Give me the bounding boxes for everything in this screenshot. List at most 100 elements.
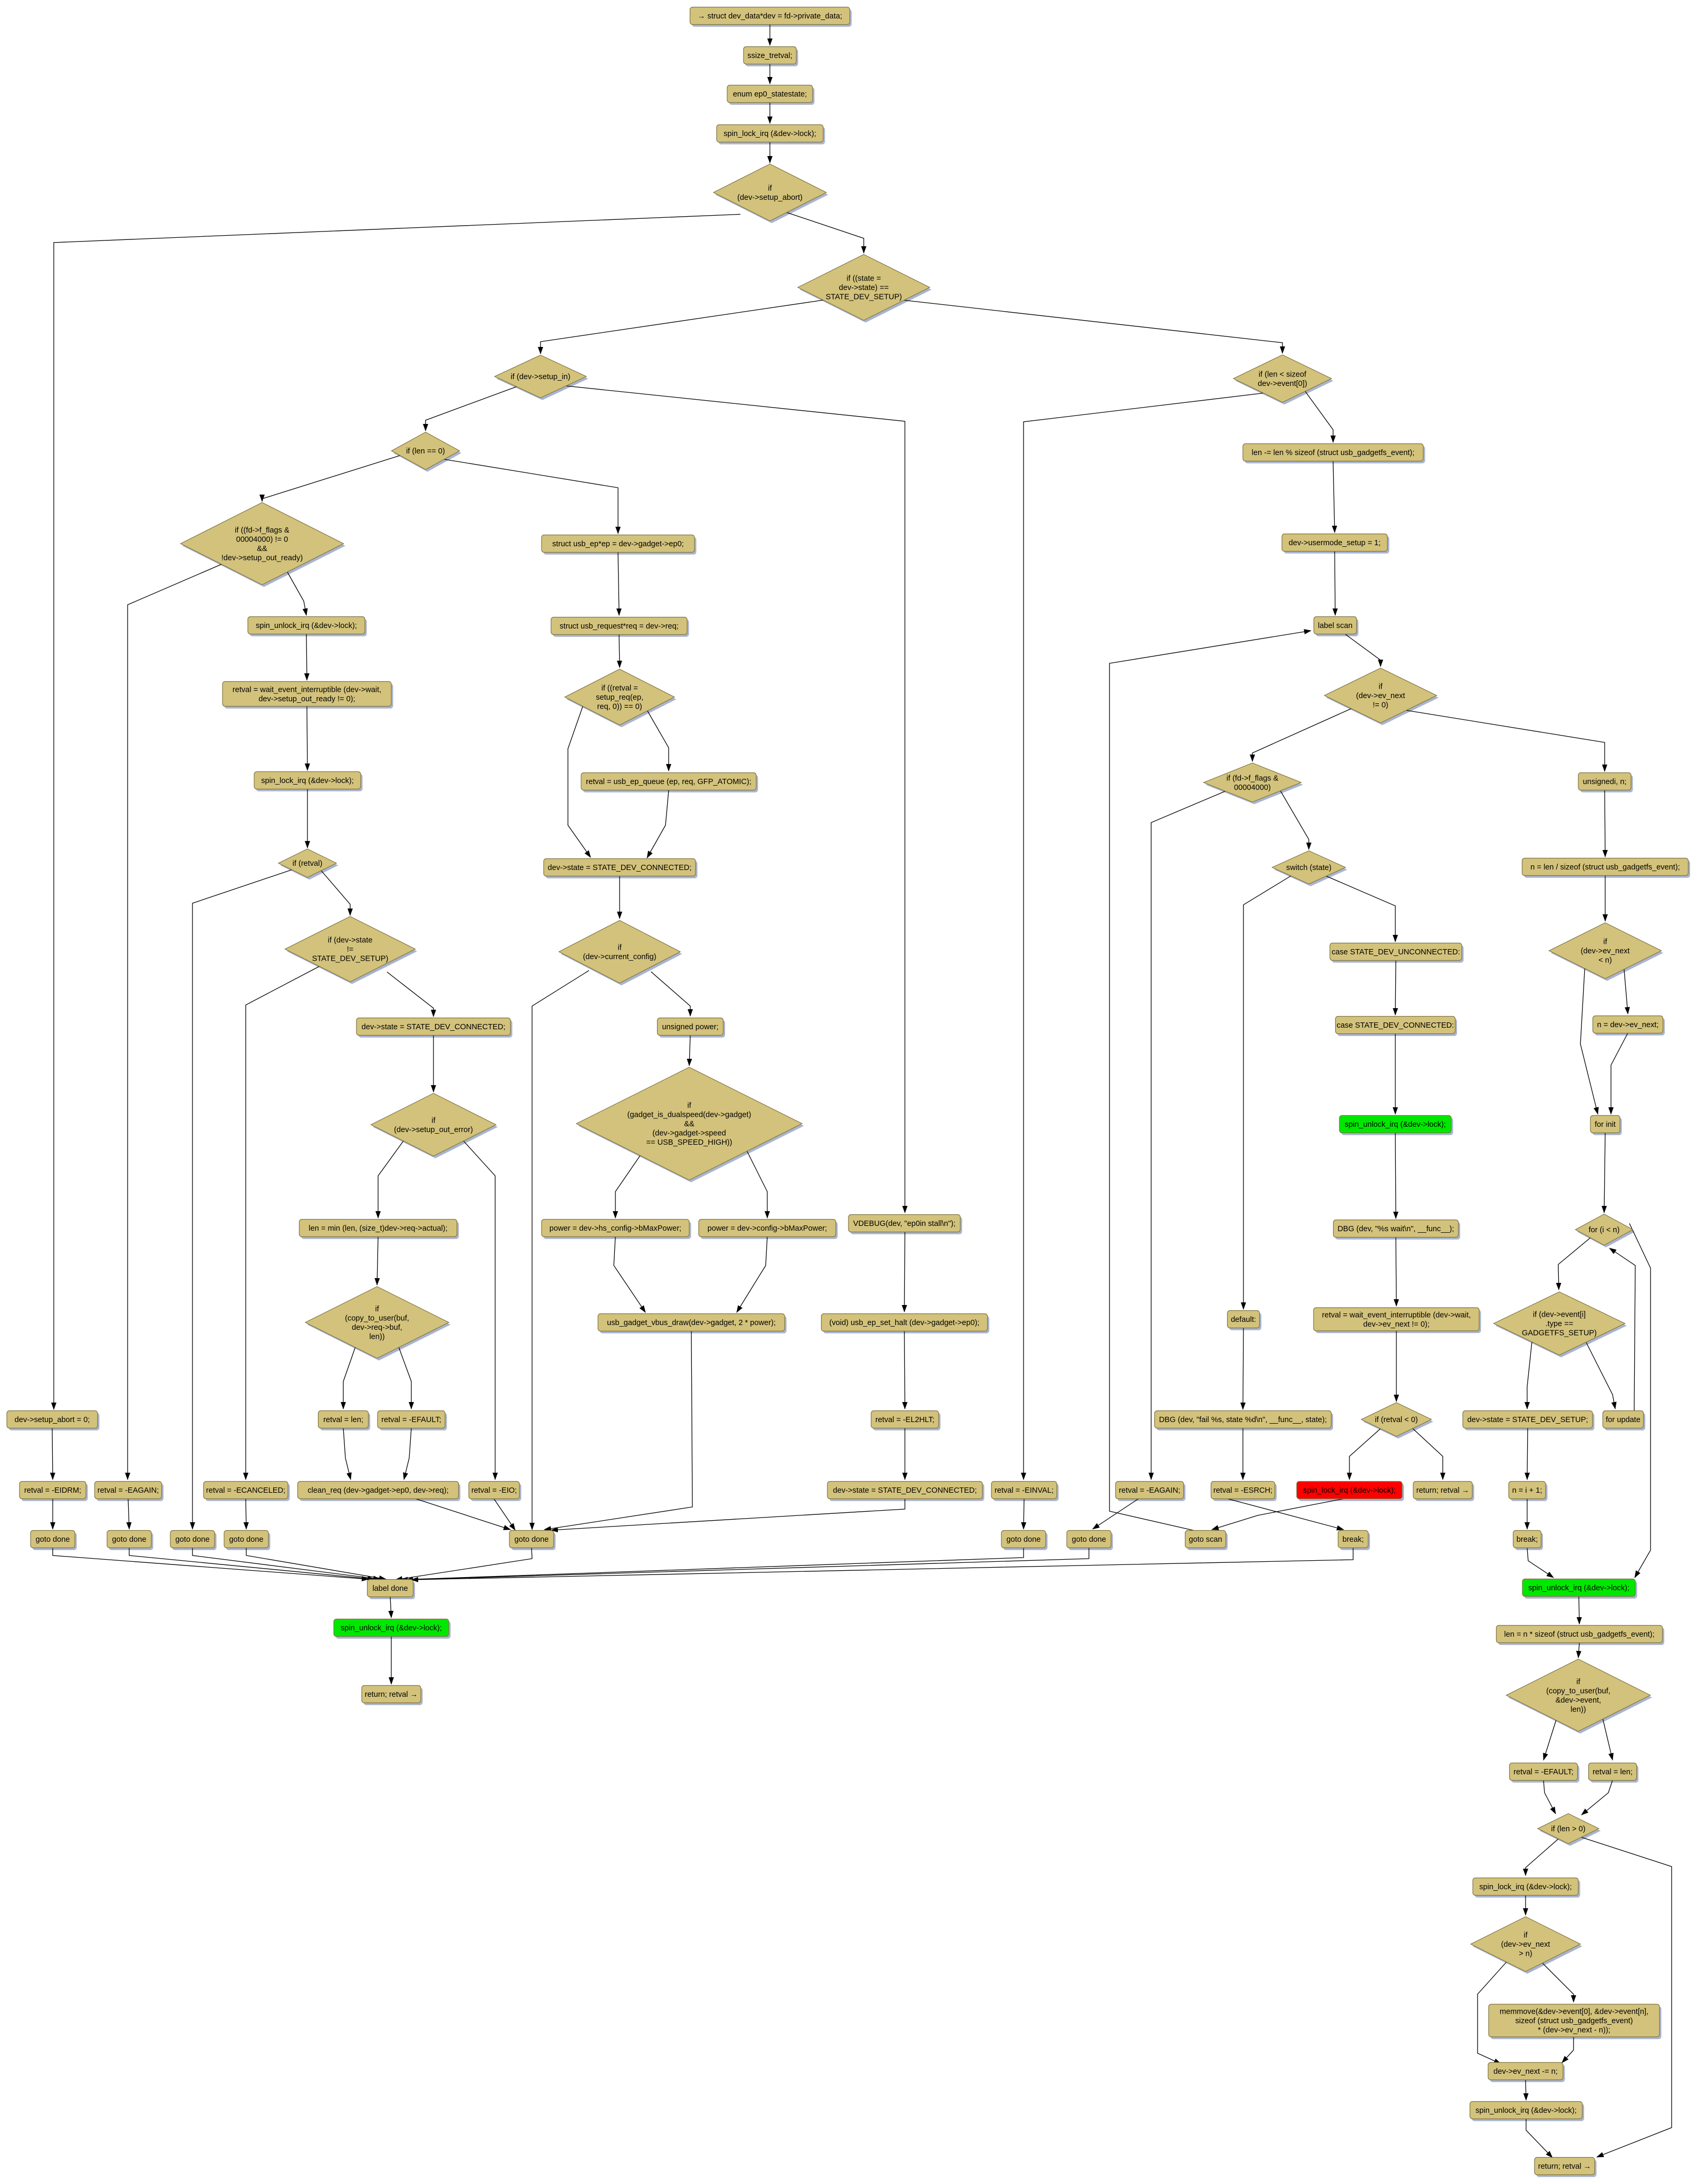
svg-text:retval = wait_event_interrupti: retval = wait_event_interruptible (dev->…	[1322, 1311, 1471, 1319]
svg-text:(copy_to_user(buf,: (copy_to_user(buf,	[1546, 1687, 1610, 1695]
svg-text:goto done: goto done	[112, 1535, 147, 1544]
svg-text:(dev->current_config): (dev->current_config)	[583, 953, 656, 961]
svg-text:req, 0)) == 0): req, 0)) == 0)	[597, 703, 642, 711]
svg-text:&&: &&	[257, 545, 267, 553]
svg-text:(dev->ev_next: (dev->ev_next	[1356, 692, 1405, 700]
svg-text:if: if	[375, 1305, 379, 1313]
svg-text:break;: break;	[1343, 1535, 1364, 1544]
svg-text:goto done: goto done	[176, 1535, 210, 1544]
svg-text:retval = -EFAULT;: retval = -EFAULT;	[1513, 1768, 1574, 1776]
svg-text:→ struct dev_data*dev = fd->pr: → struct dev_data*dev = fd->private_data…	[698, 12, 842, 21]
svg-text:* (dev->ev_next - n));: * (dev->ev_next - n));	[1538, 2026, 1610, 2035]
svg-text:return; retval →: return; retval →	[1416, 1486, 1470, 1495]
svg-text:&dev->event,: &dev->event,	[1556, 1696, 1601, 1705]
svg-text:if (len == 0): if (len == 0)	[406, 447, 445, 456]
svg-text:DBG (dev, "fail %s, state %d\n: DBG (dev, "fail %s, state %d\n", __func_…	[1159, 1416, 1327, 1424]
svg-text:if (retval): if (retval)	[293, 859, 323, 868]
svg-text:spin_unlock_irq (&dev->lock);: spin_unlock_irq (&dev->lock);	[1345, 1120, 1446, 1129]
svg-text:if: if	[1576, 1678, 1580, 1686]
svg-text:(dev->setup_out_error): (dev->setup_out_error)	[394, 1126, 473, 1134]
svg-text:for (i < n): for (i < n)	[1589, 1226, 1620, 1234]
svg-text:len = n * sizeof (struct usb_g: len = n * sizeof (struct usb_gadgetfs_ev…	[1504, 1630, 1654, 1639]
svg-text:if (len > 0): if (len > 0)	[1551, 1825, 1585, 1833]
svg-text:retval = -EFAULT;: retval = -EFAULT;	[381, 1416, 441, 1424]
svg-text:(dev->setup_abort): (dev->setup_abort)	[737, 194, 803, 202]
svg-text:if: if	[618, 943, 622, 952]
svg-text:dev->state) ==: dev->state) ==	[839, 284, 889, 292]
svg-text:spin_unlock_irq (&dev->lock);: spin_unlock_irq (&dev->lock);	[1528, 1584, 1629, 1592]
svg-text:retval = -EINVAL;: retval = -EINVAL;	[995, 1486, 1054, 1495]
svg-text:!=: !=	[347, 945, 354, 954]
svg-text:enum ep0_statestate;: enum ep0_statestate;	[733, 90, 807, 99]
svg-text:unsignedi, n;: unsignedi, n;	[1583, 778, 1627, 786]
svg-text:default:: default:	[1231, 1316, 1256, 1324]
svg-text:memmove(&dev->event[0], &dev->: memmove(&dev->event[0], &dev->event[n],	[1500, 2008, 1648, 2016]
svg-text:dev->state = STATE_DEV_CONNECT: dev->state = STATE_DEV_CONNECTED;	[362, 1023, 506, 1031]
svg-text:goto done: goto done	[36, 1535, 70, 1544]
svg-text:!dev->setup_out_ready): !dev->setup_out_ready)	[221, 554, 303, 562]
svg-text:return; retval →: return; retval →	[365, 1690, 418, 1699]
svg-text:dev->ev_next -= n;: dev->ev_next -= n;	[1493, 2067, 1558, 2076]
svg-text:power = dev->config->bMaxPower: power = dev->config->bMaxPower;	[708, 1224, 827, 1233]
svg-text:usb_gadget_vbus_draw(dev->gadg: usb_gadget_vbus_draw(dev->gadget, 2 * po…	[607, 1319, 776, 1327]
svg-text:STATE_DEV_SETUP): STATE_DEV_SETUP)	[312, 955, 389, 963]
svg-text:retval = usb_ep_queue (ep, req: retval = usb_ep_queue (ep, req, GFP_ATOM…	[586, 778, 751, 786]
svg-text:retval = -EIDRM;: retval = -EIDRM;	[24, 1486, 81, 1495]
svg-text:dev->usermode_setup = 1;: dev->usermode_setup = 1;	[1289, 539, 1381, 547]
svg-text:(void) usb_ep_set_halt (dev->g: (void) usb_ep_set_halt (dev->gadget->ep0…	[829, 1319, 980, 1327]
svg-text:spin_unlock_irq (&dev->lock);: spin_unlock_irq (&dev->lock);	[341, 1624, 442, 1632]
svg-text:power = dev->hs_config->bMaxPo: power = dev->hs_config->bMaxPower;	[549, 1224, 681, 1233]
svg-text:if (len < sizeof: if (len < sizeof	[1259, 370, 1307, 379]
svg-text:dev->event[0]): dev->event[0])	[1258, 380, 1307, 388]
svg-text:case STATE_DEV_UNCONNECTED:: case STATE_DEV_UNCONNECTED:	[1332, 948, 1460, 956]
svg-text:label done: label done	[372, 1584, 408, 1593]
svg-text:.type ==: .type ==	[1546, 1320, 1574, 1328]
svg-text:spin_lock_irq (&dev->lock);: spin_lock_irq (&dev->lock);	[1479, 1883, 1572, 1891]
svg-text:len -= len % sizeof (struct us: len -= len % sizeof (struct usb_gadgetfs…	[1252, 449, 1415, 457]
svg-text:retval = -EIO;: retval = -EIO;	[471, 1486, 517, 1495]
svg-text:if (fd->f_flags &: if (fd->f_flags &	[1227, 774, 1279, 782]
svg-text:DBG (dev, "%s wait\n", __func_: DBG (dev, "%s wait\n", __func__);	[1338, 1225, 1454, 1233]
svg-text:return; retval →: return; retval →	[1538, 2162, 1591, 2171]
svg-text:if: if	[1378, 683, 1383, 691]
svg-text:dev->ev_next != 0);: dev->ev_next != 0);	[1363, 1320, 1430, 1329]
svg-text:dev->state = STATE_DEV_CONNECT: dev->state = STATE_DEV_CONNECTED;	[833, 1486, 977, 1495]
svg-text:if ((state =: if ((state =	[846, 275, 881, 283]
svg-text:unsigned power;: unsigned power;	[662, 1023, 718, 1031]
svg-text:if (dev->state: if (dev->state	[328, 936, 373, 945]
svg-text:len)): len))	[1570, 1705, 1586, 1714]
svg-text:== USB_SPEED_HIGH)): == USB_SPEED_HIGH))	[646, 1138, 732, 1147]
svg-text:retval = -ECANCELED;: retval = -ECANCELED;	[206, 1486, 285, 1495]
svg-text:dev->state = STATE_DEV_CONNECT: dev->state = STATE_DEV_CONNECTED;	[548, 864, 692, 872]
svg-text:< n): < n)	[1598, 956, 1612, 965]
svg-text:spin_unlock_irq (&dev->lock);: spin_unlock_irq (&dev->lock);	[1475, 2106, 1577, 2115]
svg-text:if: if	[687, 1101, 691, 1110]
svg-text:retval = len;: retval = len;	[323, 1416, 363, 1424]
svg-text:spin_lock_irq (&dev->lock);: spin_lock_irq (&dev->lock);	[723, 130, 816, 138]
svg-text:goto done: goto done	[1007, 1535, 1041, 1544]
svg-text:struct usb_request*req = dev->: struct usb_request*req = dev->req;	[559, 622, 679, 631]
svg-text:00004000) != 0: 00004000) != 0	[236, 535, 288, 544]
svg-text:retval = -EAGAIN;: retval = -EAGAIN;	[1119, 1486, 1180, 1495]
svg-text:dev->setup_out_ready != 0);: dev->setup_out_ready != 0);	[258, 695, 355, 703]
svg-text:ssize_tretval;: ssize_tretval;	[747, 52, 792, 60]
svg-text:(dev->ev_next: (dev->ev_next	[1501, 1940, 1550, 1949]
svg-text:if: if	[1603, 938, 1607, 946]
svg-text:retval = wait_event_interrupti: retval = wait_event_interruptible (dev->…	[233, 685, 381, 694]
svg-text:if (retval < 0): if (retval < 0)	[1375, 1416, 1418, 1424]
svg-text:if: if	[431, 1116, 436, 1125]
svg-text:retval = -EL2HLT;: retval = -EL2HLT;	[875, 1416, 934, 1424]
svg-text:STATE_DEV_SETUP): STATE_DEV_SETUP)	[826, 293, 902, 302]
svg-text:VDEBUG(dev, "ep0in stall\n");: VDEBUG(dev, "ep0in stall\n");	[853, 1220, 956, 1228]
svg-text:(dev->gadget->speed: (dev->gadget->speed	[652, 1129, 726, 1138]
svg-text:len = min (len, (size_t)dev->r: len = min (len, (size_t)dev->req->actual…	[308, 1224, 447, 1233]
svg-text:> n): > n)	[1519, 1950, 1532, 1958]
svg-text:switch (state): switch (state)	[1286, 864, 1332, 872]
svg-text:dev->req->buf,: dev->req->buf,	[352, 1323, 402, 1332]
svg-text:goto scan: goto scan	[1189, 1535, 1222, 1544]
svg-text:retval = -ESRCH;: retval = -ESRCH;	[1213, 1486, 1272, 1495]
svg-text:(copy_to_user(buf,: (copy_to_user(buf,	[345, 1314, 409, 1322]
svg-text:(dev->ev_next: (dev->ev_next	[1581, 947, 1630, 955]
svg-text:if (dev->event[i]: if (dev->event[i]	[1533, 1311, 1586, 1319]
svg-text:spin_lock_irq (&dev->lock);: spin_lock_irq (&dev->lock);	[261, 777, 354, 785]
